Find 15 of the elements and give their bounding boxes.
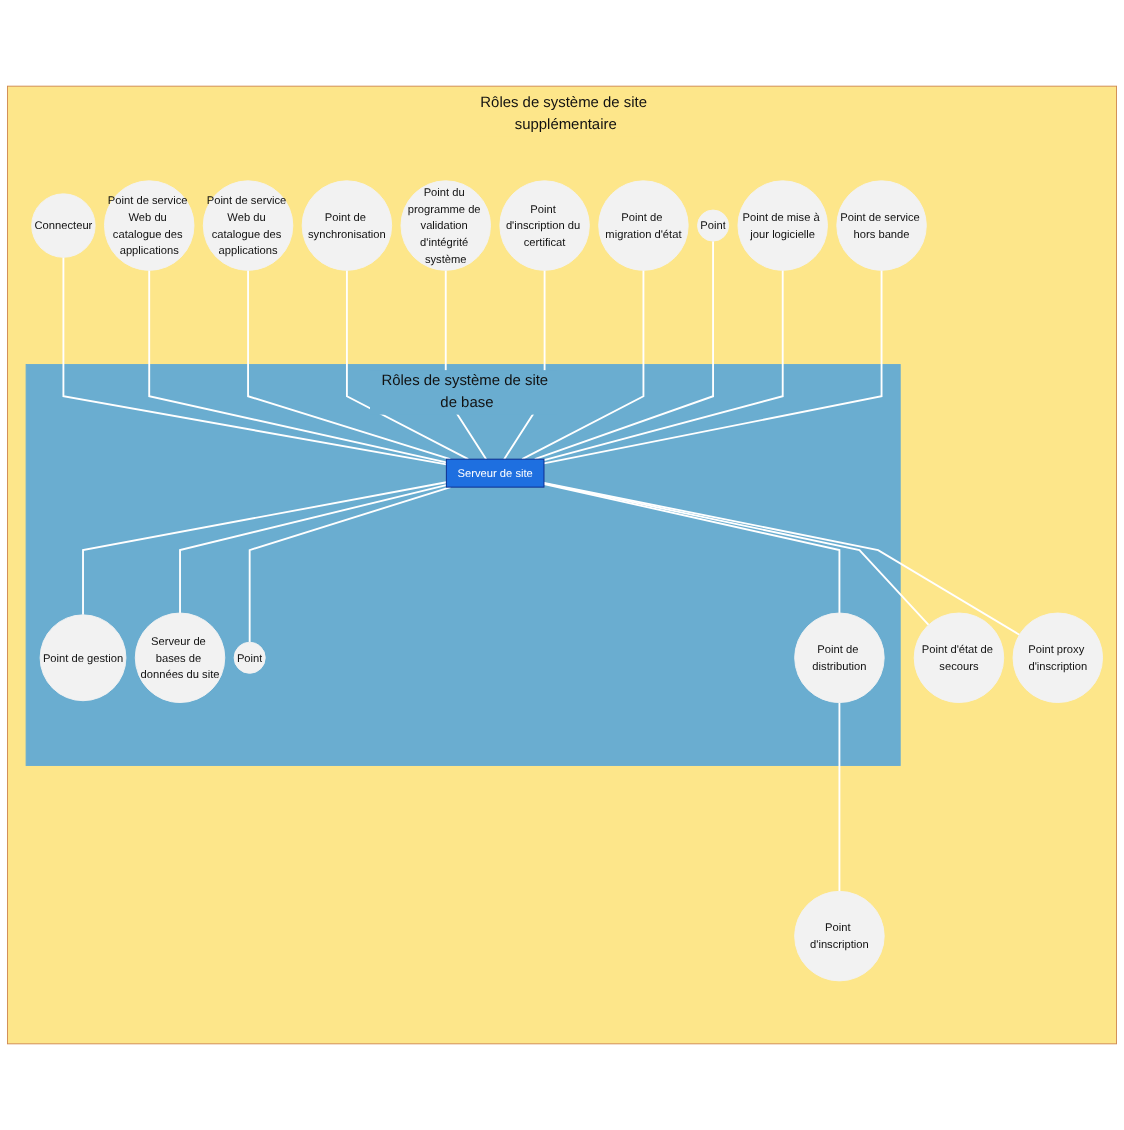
connector <box>521 269 645 461</box>
connector <box>838 701 841 893</box>
connector <box>543 482 930 626</box>
connector <box>62 256 448 466</box>
connector <box>543 483 841 614</box>
connector <box>248 486 452 644</box>
connector <box>247 269 452 461</box>
connector <box>533 240 714 461</box>
connector <box>148 269 448 464</box>
connector <box>543 269 784 461</box>
connector <box>346 269 470 461</box>
connector <box>543 269 883 465</box>
connector <box>543 482 1021 636</box>
connector <box>82 481 448 616</box>
connector <box>179 484 448 614</box>
